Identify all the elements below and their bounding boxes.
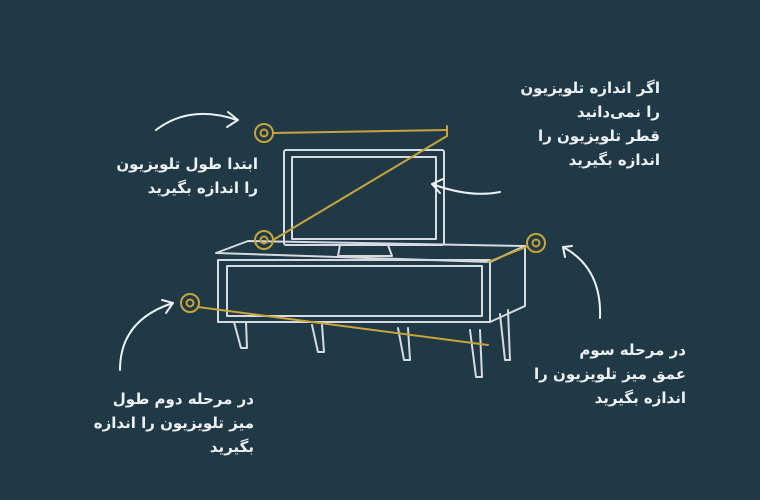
stand-depth-line <box>487 246 527 263</box>
caption-tv-diagonal-line-3: قطر تلویزیون را <box>538 127 660 145</box>
target-ring-icon <box>180 293 200 313</box>
target-ring-icon <box>254 230 274 250</box>
caption-tv-diagonal-line-4: اندازه بگیرید <box>568 151 660 169</box>
stand-legs <box>233 309 511 378</box>
caption-stand-depth: در مرحله سوم عمق میز تلویزیون را اندازه … <box>500 338 686 410</box>
tv-diagonal-line <box>272 135 448 241</box>
caption-stand-depth-line-2: عمق میز تلویزیون را <box>534 365 686 383</box>
caption-tv-diagonal: اگر اندازه تلویزیون را نمی‌دانید قطر تلو… <box>476 76 660 172</box>
caption-stand-length: در مرحله دوم طول میز تلویزیون را اندازه … <box>58 387 254 459</box>
stand-front-inner <box>226 265 483 317</box>
target-ring-icon <box>254 123 274 143</box>
tv-screen <box>283 149 445 246</box>
curved-arrow-icon <box>431 178 501 195</box>
caption-stand-length-line-3: بگیرید <box>209 438 254 456</box>
curved-arrow-icon <box>562 245 602 319</box>
caption-stand-depth-line-1: در مرحله سوم <box>579 341 686 359</box>
curved-arrow-icon <box>119 299 174 371</box>
stand-length-line <box>197 306 489 346</box>
curved-arrow-icon <box>155 111 239 131</box>
caption-tv-diagonal-line-1: اگر اندازه تلویزیون <box>520 79 660 97</box>
tv-base <box>337 244 393 257</box>
caption-tv-diagonal-line-2: را نمی‌دانید <box>576 103 660 121</box>
caption-stand-length-line-2: میز تلویزیون را اندازه <box>93 414 254 432</box>
target-ring-icon <box>526 233 546 253</box>
caption-tv-width-line-1: ابتدا طول تلویزیون <box>116 155 258 173</box>
caption-stand-depth-line-3: اندازه بگیرید <box>594 389 686 407</box>
caption-stand-length-line-1: در مرحله دوم طول <box>112 390 254 408</box>
tv-width-line <box>272 129 448 134</box>
caption-tv-width-line-2: را اندازه بگیرید <box>147 179 258 197</box>
caption-tv-width: ابتدا طول تلویزیون را اندازه بگیرید <box>82 152 258 200</box>
stand-front <box>217 259 491 323</box>
